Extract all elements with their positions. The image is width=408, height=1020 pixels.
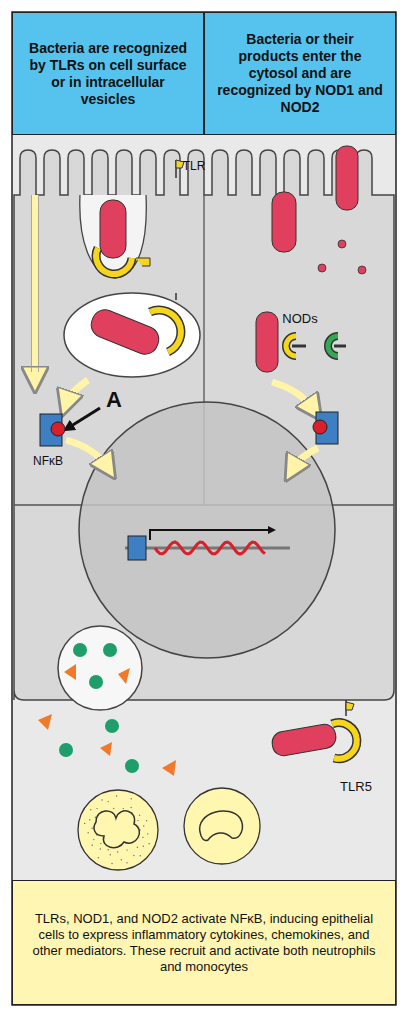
- mediators: [38, 643, 176, 776]
- tlr-receptor: [150, 310, 181, 352]
- bacterium: [100, 200, 126, 258]
- caption-box: TLRs, NOD1, and NOD2 activate NFκB, indu…: [12, 880, 396, 1005]
- signal-arrow: [32, 195, 39, 380]
- monocyte-nucleus: [200, 811, 243, 841]
- bacterium: [336, 146, 358, 210]
- callout-arrow: [68, 408, 100, 428]
- tlr-receptor: [96, 248, 132, 274]
- bacterial-product: [338, 240, 346, 248]
- molecule-label: NFκB: [33, 454, 63, 468]
- signal-arrow: [292, 448, 318, 470]
- mrna: [155, 542, 265, 554]
- receptor-label: TLR: [183, 159, 206, 173]
- monocyte: [184, 788, 260, 864]
- vesicle: [80, 195, 147, 278]
- bacterium: [270, 723, 337, 758]
- endosome: [64, 293, 200, 377]
- box-text: Bacteria are recognized by TLRs on cell …: [23, 40, 193, 108]
- box-text: TLRs, NOD1, and NOD2 activate NFκB, indu…: [23, 911, 385, 975]
- bacterium: [256, 312, 278, 372]
- nfkb-bound: [128, 536, 146, 560]
- receptor-label: TLR5: [340, 779, 372, 794]
- nfkb-dot: [51, 422, 65, 436]
- tlr5-receptor: [332, 723, 357, 759]
- signal-arrow: [66, 380, 88, 404]
- signal-arrow: [272, 382, 314, 410]
- transcription-arrow: [150, 530, 272, 540]
- callout-letter: A: [106, 387, 122, 413]
- bacterium: [272, 192, 296, 252]
- frame: [12, 12, 396, 1005]
- receptor-label: NODs: [282, 311, 317, 326]
- ground: [12, 12, 396, 1005]
- nfkb-dot: [313, 420, 327, 434]
- epithelial-cell: [14, 150, 394, 700]
- header-box: Bacteria are recognized by TLRs on cell …: [12, 12, 204, 135]
- neutrophil: [78, 790, 158, 870]
- nucleus: [79, 402, 335, 658]
- box-text: Bacteria or their products enter the cyt…: [215, 31, 385, 116]
- header-box: Bacteria or their products enter the cyt…: [204, 12, 396, 135]
- secretory-vesicle: [58, 626, 142, 710]
- neutrophil-nucleus: [94, 811, 139, 848]
- signal-arrow: [66, 440, 108, 468]
